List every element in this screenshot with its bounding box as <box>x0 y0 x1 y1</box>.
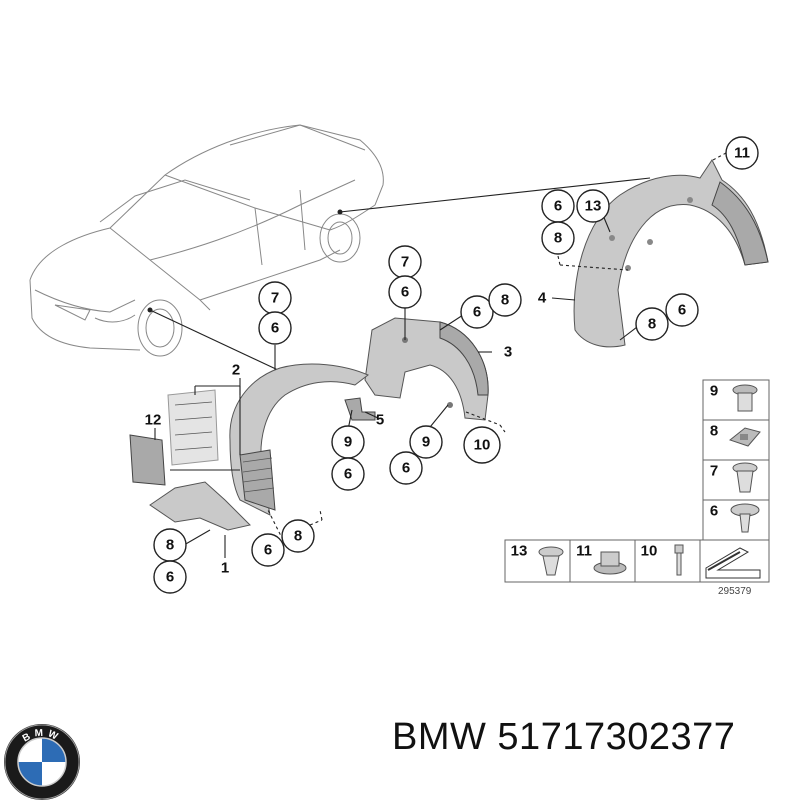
callout-12: 12 <box>145 412 162 429</box>
callout-1: 1 <box>221 560 229 577</box>
callout-leaders <box>154 152 727 558</box>
callout-label: 6 <box>402 460 410 477</box>
callout-label: 8 <box>554 230 562 247</box>
callout-label: 8 <box>648 316 656 333</box>
screw-clip-icon <box>538 546 564 576</box>
callout-6: 6 <box>388 275 422 309</box>
callout-label: 7 <box>271 290 279 307</box>
callout-8: 8 <box>541 221 575 255</box>
fastener-legend-bottom: 13 11 10 295379 <box>504 539 770 597</box>
callout-label: 6 <box>344 466 352 483</box>
callout-label: 11 <box>734 145 750 162</box>
lower-liner-part <box>149 481 251 531</box>
clip-icon <box>732 384 758 412</box>
callout-label: 13 <box>585 198 602 215</box>
callout-6: 6 <box>258 311 292 345</box>
callout-6: 6 <box>251 533 285 567</box>
callout-11: 11 <box>725 136 759 170</box>
plate-part <box>129 434 166 486</box>
callout-label: 7 <box>401 254 409 271</box>
callout-8: 8 <box>281 519 315 553</box>
callout-label: 6 <box>166 569 174 586</box>
leader-rear <box>339 177 651 213</box>
front-wheel-arch-liner <box>229 363 369 516</box>
callout-4: 4 <box>538 290 547 307</box>
callout-label: 6 <box>401 284 409 301</box>
legend-item-label: 8 <box>710 423 718 440</box>
grille-piece <box>167 389 219 466</box>
orientation-arrow-icon <box>705 547 761 579</box>
bolt-icon <box>674 544 684 576</box>
bracket-part <box>344 397 376 421</box>
callout-7: 7 <box>388 245 422 279</box>
callout-label: 6 <box>473 304 481 321</box>
callout-13: 13 <box>576 189 610 223</box>
callout-label: 8 <box>166 537 174 554</box>
push-rivet-icon <box>730 503 760 533</box>
callout-6: 6 <box>541 189 575 223</box>
legend-item-label: 6 <box>710 503 718 520</box>
middle-liner-part <box>364 317 489 421</box>
callout-5: 5 <box>376 412 384 429</box>
legend-item-label: 7 <box>710 463 718 480</box>
callout-8: 8 <box>635 307 669 341</box>
callout-7: 7 <box>258 281 292 315</box>
callout-6: 6 <box>665 293 699 327</box>
bmw-logo-icon: BMW <box>4 724 80 800</box>
diagram-reference-number: 295379 <box>718 586 752 597</box>
callout-9: 9 <box>409 425 443 459</box>
leader-front <box>149 309 279 371</box>
callout-label: 9 <box>344 434 352 451</box>
callout-2: 2 <box>232 362 240 379</box>
callout-10: 10 <box>463 426 501 464</box>
legend-item-label: 10 <box>641 543 658 560</box>
callout-label: 8 <box>294 528 302 545</box>
callout-9: 9 <box>331 425 365 459</box>
callout-label: 6 <box>271 320 279 337</box>
callout-6: 6 <box>389 451 423 485</box>
spring-nut-icon <box>728 427 761 447</box>
callout-6: 6 <box>153 560 187 594</box>
callout-6: 6 <box>331 457 365 491</box>
legend-item-label: 9 <box>710 383 718 400</box>
callout-8: 8 <box>488 283 522 317</box>
rear-wheel-arch-liner <box>573 159 769 348</box>
fastener-legend-right: 9 8 7 6 <box>702 379 770 541</box>
callout-label: 9 <box>422 434 430 451</box>
callout-6: 6 <box>460 295 494 329</box>
legend-item-label: 13 <box>511 543 528 560</box>
legend-item-label: 11 <box>576 543 592 560</box>
callout-label: 8 <box>501 292 509 309</box>
car-outline-illustration <box>29 124 384 357</box>
callout-3: 3 <box>504 344 512 361</box>
callout-label: 10 <box>474 437 491 454</box>
callout-label: 6 <box>678 302 686 319</box>
part-number-caption: BMW 51717302377 <box>392 716 736 758</box>
expansion-rivet-icon <box>732 462 758 493</box>
flange-nut-icon <box>593 551 627 575</box>
callout-label: 6 <box>264 542 272 559</box>
callout-label: 6 <box>554 198 562 215</box>
callout-8: 8 <box>153 528 187 562</box>
